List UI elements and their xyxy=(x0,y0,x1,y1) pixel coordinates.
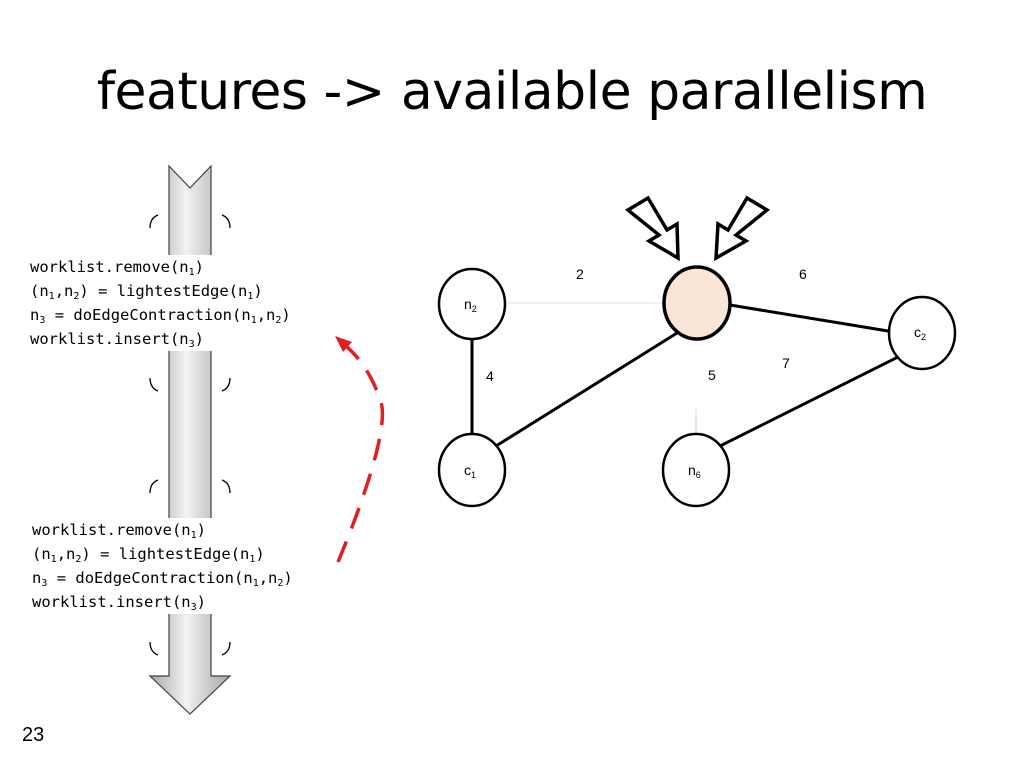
task-bracket-bottom xyxy=(149,479,231,656)
edge-weight-n2-c1: 4 xyxy=(486,368,494,384)
activity-arrow-left xyxy=(624,195,680,262)
activity-arrows xyxy=(624,195,771,262)
node-n2 xyxy=(437,267,507,341)
code-line: (n1,n2) = lightestEdge(n1) xyxy=(30,282,263,302)
node-label-n6: n6 xyxy=(688,462,701,480)
edge-weight-c2-n6: 7 xyxy=(782,355,790,371)
code-line: worklist.insert(n3) xyxy=(30,330,205,350)
node-label-c2: c2 xyxy=(914,324,927,342)
edge-weight-center-n6: 5 xyxy=(708,367,716,383)
code-line: worklist.remove(n1) xyxy=(32,521,207,541)
edge-c2-n6 xyxy=(717,354,901,449)
node-n6 xyxy=(661,432,731,508)
task-bracket-top xyxy=(149,214,231,392)
code-line: (n1,n2) = lightestEdge(n1) xyxy=(32,545,265,565)
slide-title: features -> available parallelism xyxy=(96,62,928,122)
dependency-arrow xyxy=(335,336,385,563)
code-line: n3 = doEdgeContraction(n1,n2) xyxy=(32,569,293,589)
node-label-n2: n2 xyxy=(464,296,477,314)
edge-center-c1 xyxy=(495,331,678,448)
code-line: worklist.remove(n1) xyxy=(30,258,205,278)
timeline-arrow xyxy=(148,164,232,715)
edge-center-c2 xyxy=(729,303,889,333)
slide-number: 23 xyxy=(22,724,45,746)
edge-weight-n2-center: 2 xyxy=(576,266,584,282)
edge-weight-center-c2: 6 xyxy=(799,266,807,282)
code-line: n3 = doEdgeContraction(n1,n2) xyxy=(30,306,291,326)
node-c1 xyxy=(437,432,507,508)
code-line: worklist.insert(n3) xyxy=(32,593,207,613)
activity-arrow-right xyxy=(714,195,771,262)
graph-nodes xyxy=(437,265,957,508)
node-label-c1: c1 xyxy=(464,462,477,480)
node-c2 xyxy=(887,295,957,371)
code-block-iteration-2: worklist.remove(n1) (n1,n2) = lightestEd… xyxy=(28,518,297,614)
graph-edges xyxy=(470,302,901,449)
node-center-highlighted xyxy=(662,265,732,341)
code-block-iteration-1: worklist.remove(n1) (n1,n2) = lightestEd… xyxy=(26,255,295,351)
